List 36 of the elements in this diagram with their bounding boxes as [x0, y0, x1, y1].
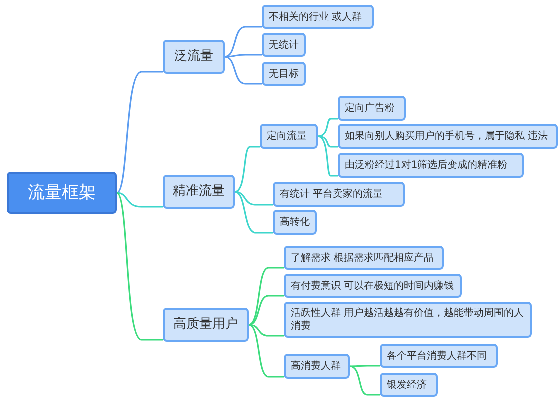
- branch-line: [318, 136, 338, 177]
- subtopic-box: 有付费意识 可以在极短的时间内赚钱: [284, 274, 462, 298]
- branch-line: [116, 192, 163, 208]
- subtopic-box: 由泛粉经过1对1筛选后变成的精准粉: [338, 153, 524, 178]
- branch-line: [234, 191, 273, 234]
- subtopic-box: 无目标: [262, 62, 306, 86]
- subtopic-box: 高消费人群: [284, 354, 350, 379]
- topic-box: 精准流量: [163, 175, 235, 209]
- subtopic-box: 银发经济: [380, 373, 438, 397]
- branch-line: [248, 295, 284, 326]
- branch-line: [318, 118, 338, 138]
- subtopic-box: 无统计: [262, 33, 306, 57]
- topic-box: 泛流量: [163, 40, 225, 74]
- branch-line: [248, 324, 284, 337]
- branch-line: [234, 191, 273, 206]
- branch-line: [116, 71, 163, 194]
- subtopic-box: 活跃性人群 用户越活越越有价值，越能带动周围的人消费: [284, 302, 532, 338]
- branch-line: [224, 26, 262, 58]
- subtopic-box: 有统计 平台卖家的流量: [273, 182, 405, 207]
- subtopic-box: 如果向别人购买用户的手机号，属于隐私 违法: [338, 124, 558, 149]
- topic-box: 高质量用户: [163, 308, 249, 342]
- branch-line: [350, 365, 380, 368]
- subtopic-box: 不相关的行业 或人群: [262, 5, 374, 29]
- branch-line: [224, 56, 262, 85]
- subtopic-box: 了解需求 根据需求匹配相应产品: [284, 246, 444, 270]
- branch-line: [248, 324, 284, 378]
- subtopic-box: 定向广告粉: [338, 96, 406, 121]
- branch-line: [350, 366, 380, 396]
- branch-line: [248, 267, 284, 326]
- subtopic-box: 定向流量: [260, 124, 318, 149]
- branch-line: [116, 192, 163, 341]
- branch-line: [224, 54, 262, 58]
- root-topic-box: 流量框架: [7, 172, 117, 214]
- subtopic-box: 各个平台消费人群不同: [380, 344, 498, 368]
- subtopic-box: 高转化: [273, 210, 317, 235]
- branch-line: [318, 136, 338, 148]
